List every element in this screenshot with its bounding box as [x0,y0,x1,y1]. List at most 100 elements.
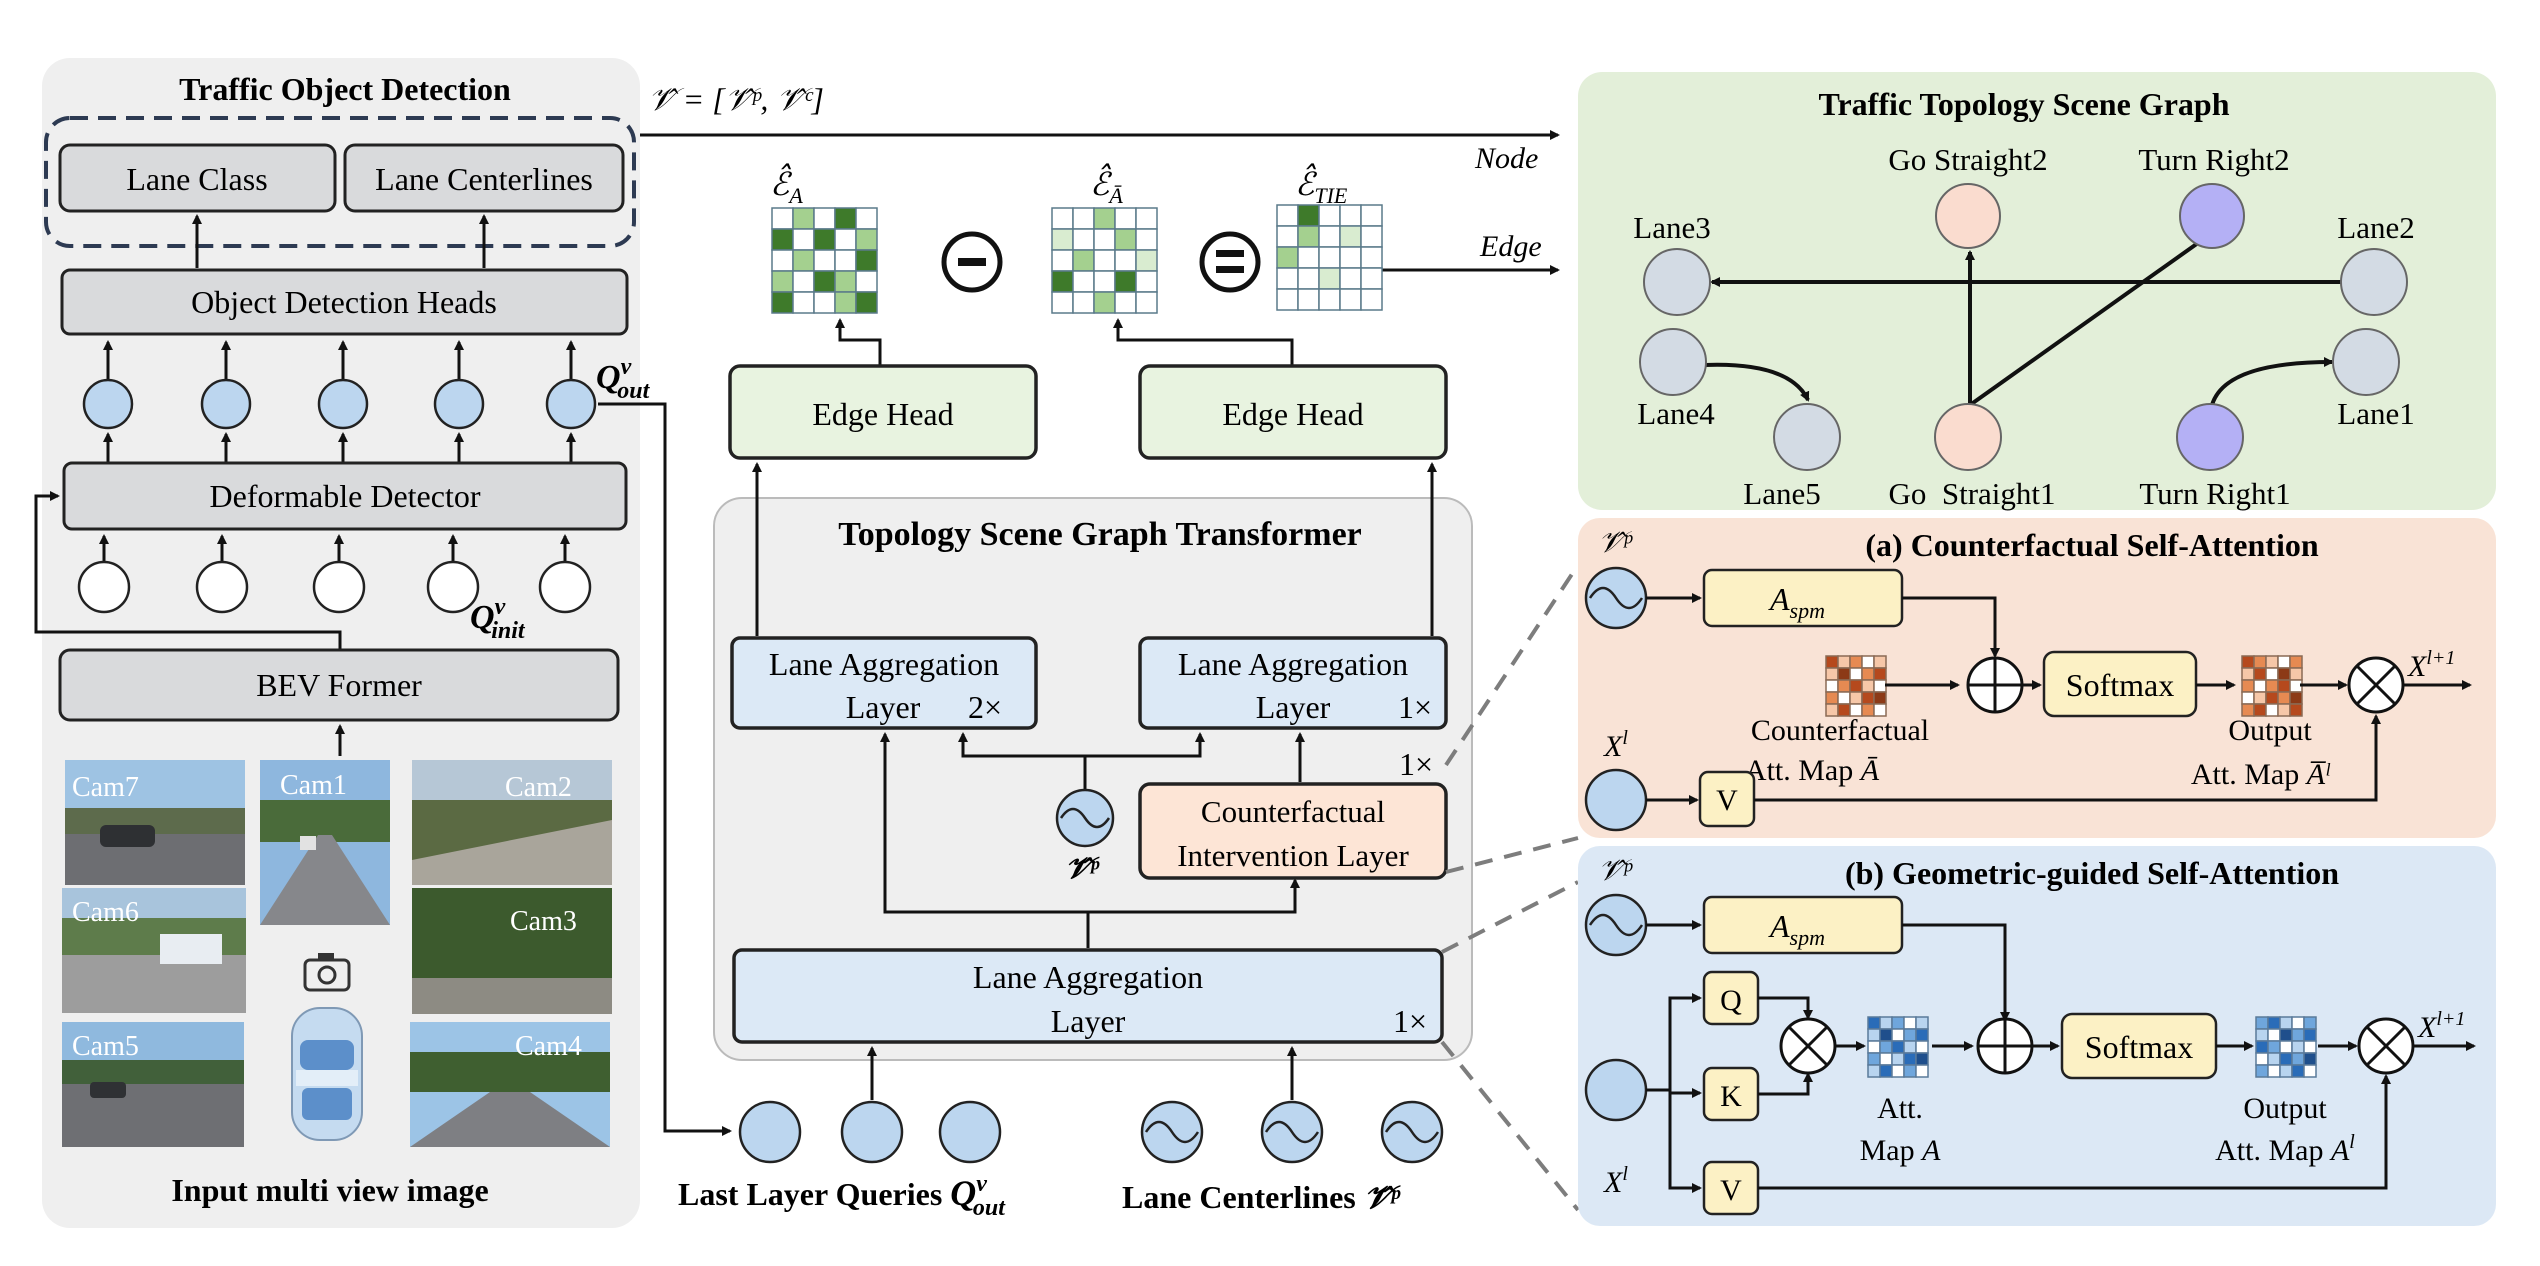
matrix-cell [2265,679,2279,693]
panel-b-xl: Xl [1603,1163,1628,1199]
matrix-cell [1873,679,1887,693]
matrix-cell [1825,679,1839,693]
matrix-cell [1873,655,1887,669]
matrix-cell [2303,1028,2317,1042]
query-circle [545,378,597,430]
matrix-cell [792,270,815,293]
edge-head-2 [1138,364,1448,460]
input-images-caption: Input multi view image [171,1172,488,1208]
matrix-cell [2267,1064,2281,1078]
object-detection-heads-label: Object Detection Heads [191,284,497,320]
panel-a-output-map [2241,655,2303,717]
matrix-cell [1297,267,1320,290]
matrix-cell [1915,1028,1929,1042]
matrix-cell [2267,1052,2281,1066]
panel-a-counterfactual-map [1825,655,1887,717]
matrix-cell [813,291,836,314]
svg-text:Lane Aggregation: Lane Aggregation [1178,646,1408,682]
lane-aggregation-layer-2x [730,636,1038,730]
matrix-cell [2277,691,2291,705]
lane-centerline-embeddings [1140,1046,1444,1164]
matrix-cell [1825,655,1839,669]
matrix-cell [2291,1028,2305,1042]
bev-former-box [58,648,620,722]
matrix-ea: ℰ̂A [770,163,878,314]
matrix-cell [1051,270,1074,293]
node-lane5 [1773,403,1841,471]
matrix-cell [1903,1064,1917,1078]
matrix-cell [2255,1040,2269,1054]
lane-centerlines-caption: Lane Centerlines 𝒱̂ᵖ [1122,1179,1401,1215]
lane-class-box [58,143,337,213]
matrix-cell [2303,1064,2317,1078]
matrix-eabar: ℰ̂Ā [1051,163,1158,314]
deformable-detector-box [62,461,628,531]
svg-text:Output: Output [2228,714,2312,747]
matrix-cell [2291,1052,2305,1066]
svg-text:Output: Output [2243,1092,2327,1125]
edge-label: Edge [1479,230,1542,263]
matrix-cell [1093,270,1116,293]
matrix-cell [1135,270,1158,293]
svg-text:Go Straight1: Go Straight1 [1888,476,2055,511]
cam7-image: Cam7 [65,760,245,885]
matrix-cell [1360,288,1383,311]
matrix-cell [2255,1028,2269,1042]
q-out-connector [598,402,732,1136]
matrix-cell [1867,1028,1881,1042]
lane-centerlines-box [343,143,625,213]
matrix-cell [1297,225,1320,248]
panel-b-out-caption: Att. Map Al [2215,1131,2355,1167]
matrix-cell [1072,228,1095,251]
counterfactual-intervention-layer [1138,782,1448,880]
last-query-circle [738,1100,802,1164]
svg-text:Cam6: Cam6 [72,897,139,928]
matrix-cell [1114,228,1137,251]
matrix-cell [1849,691,1863,705]
matrix-cell [1072,249,1095,272]
matrix-cell [1318,246,1341,269]
matrix-cell [1861,679,1875,693]
svg-text:1×: 1× [1399,746,1433,782]
matrix-cell [1135,207,1158,230]
svg-text:Lane2: Lane2 [2337,210,2414,245]
matrix-cell [2267,1040,2281,1054]
panel-counterfactual-attention: (a) Counterfactual Self-Attention 𝒱̂ᵖ As… [1578,518,2496,838]
matrix-cell [2255,1064,2269,1078]
panel-a-xl1: Xl+1 [2407,647,2455,683]
matrix-cell [1093,249,1116,272]
matrix-cell [1915,1040,1929,1054]
query-circle [200,378,252,430]
edge-head-1 [728,364,1038,460]
object-detection-heads-box [60,268,629,336]
svg-text:Cam4: Cam4 [515,1031,582,1062]
matrix-cell [1339,246,1362,269]
matrix-cell [2289,655,2303,669]
node-lane2 [2340,248,2408,316]
matrix-cell [1915,1064,1929,1078]
matrix-cell [834,270,857,293]
matrix-cell [1072,291,1095,314]
lane-aggregation-layer-1x-bottom [732,948,1444,1044]
panel-b-att-caption: Map A [1860,1134,1942,1167]
matrix-cell [2253,679,2267,693]
init-query-circle [538,560,592,614]
matrix-cell [2253,655,2267,669]
svg-text:Turn Right2: Turn Right2 [2138,142,2289,177]
matrix-cell [1903,1016,1917,1030]
matrix-cell [1825,667,1839,681]
panel-a-title: (a) Counterfactual Self-Attention [1865,527,2318,563]
last-query-circle [840,1100,904,1164]
panel-b-xl1: Xl+1 [2417,1008,2465,1044]
node-go-straight2 [1935,183,2001,249]
matrix-cell [771,291,794,314]
svg-text:Lane5: Lane5 [1743,476,1820,511]
minus-operator [941,231,1003,293]
matrix-cell [2241,655,2255,669]
matrix-cell [1903,1028,1917,1042]
matrix-cell [1360,225,1383,248]
deformable-detector-label: Deformable Detector [210,478,481,514]
matrix-cell [792,291,815,314]
matrix-cell [1837,691,1851,705]
